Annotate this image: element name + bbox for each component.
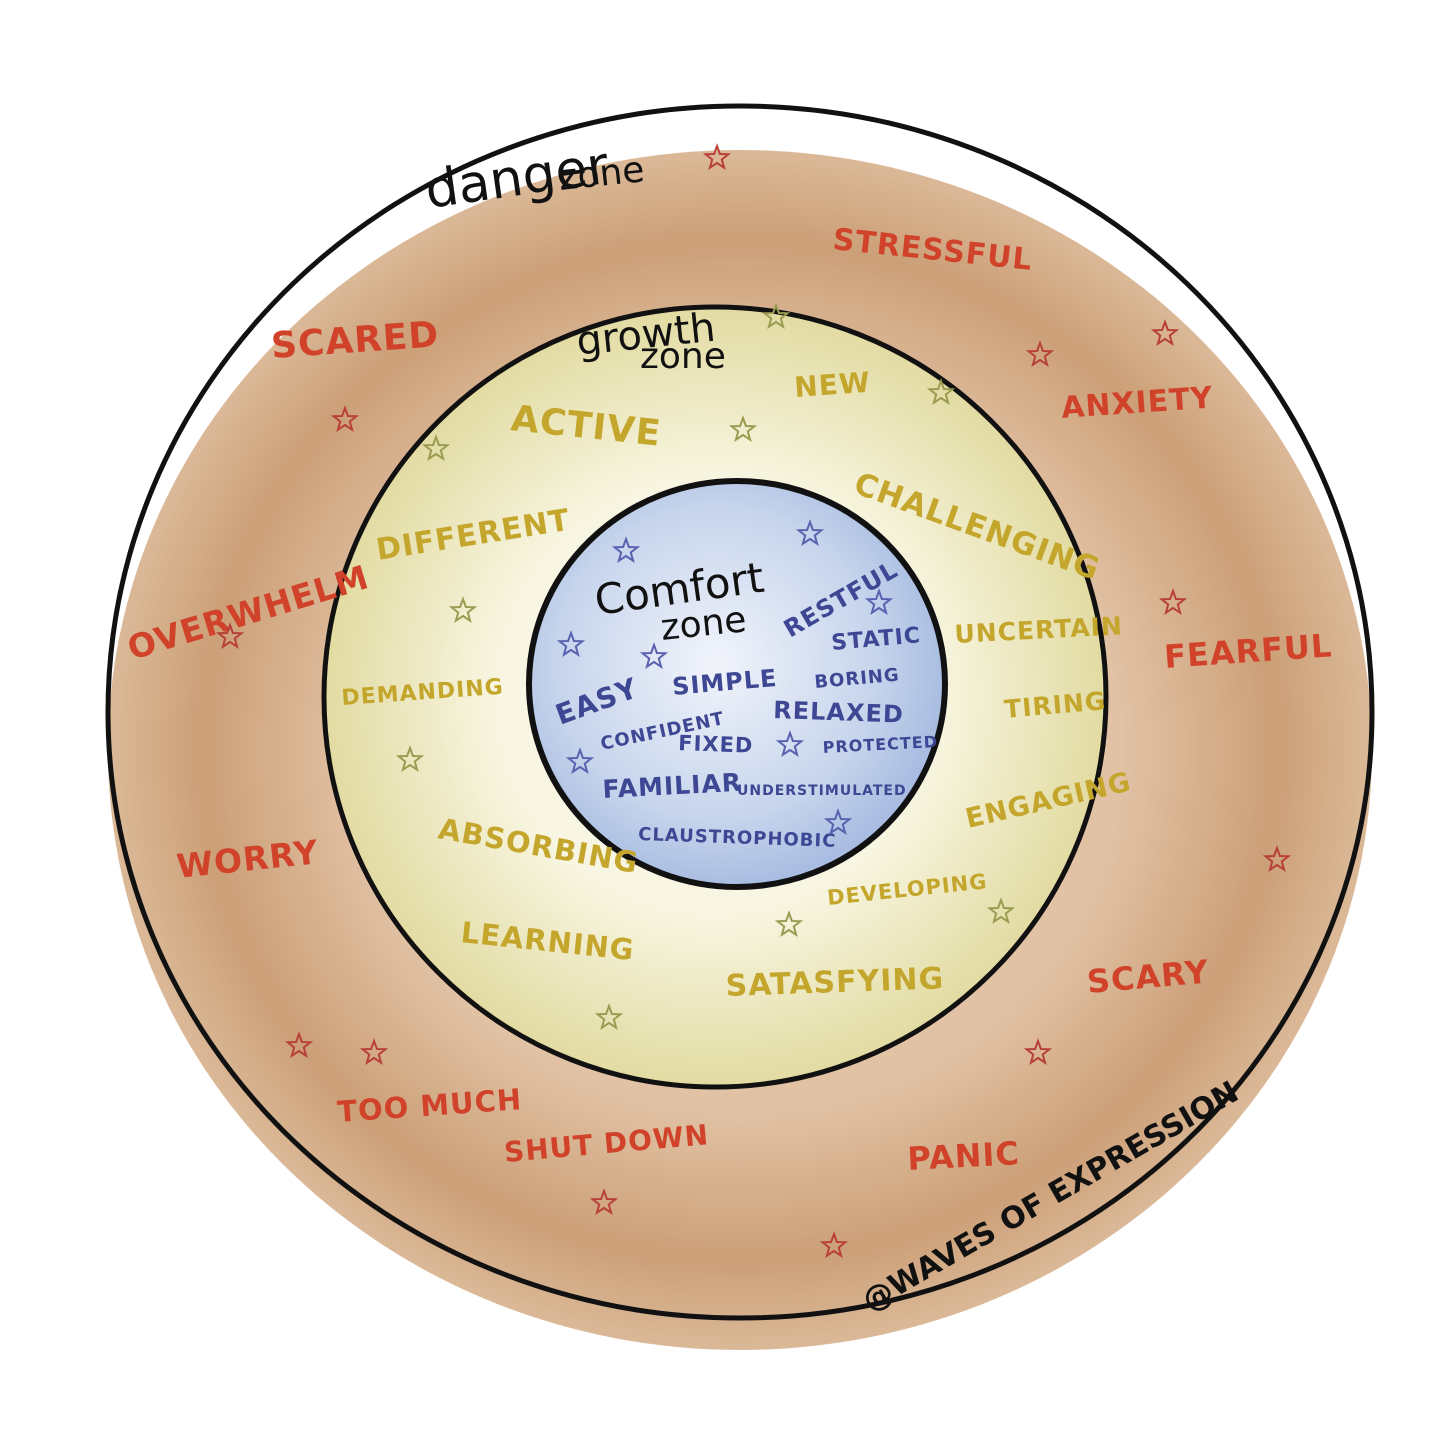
star-icon bbox=[1023, 1038, 1053, 1066]
star-icon bbox=[986, 897, 1016, 925]
star-icon bbox=[702, 143, 732, 171]
star-icon bbox=[594, 1003, 624, 1031]
star-icon bbox=[565, 747, 595, 775]
star-icon bbox=[761, 302, 791, 330]
star-icon bbox=[284, 1031, 314, 1059]
star-icon bbox=[819, 1231, 849, 1259]
star-icon bbox=[639, 642, 669, 670]
star-icon bbox=[1158, 588, 1188, 616]
comfort-zone-area bbox=[526, 478, 948, 890]
decorative-stars bbox=[215, 143, 1292, 1259]
star-icon bbox=[589, 1188, 619, 1216]
star-icon bbox=[795, 519, 825, 547]
star-icon bbox=[330, 405, 360, 433]
comfort-word: RELAXED bbox=[773, 696, 904, 729]
star-icon bbox=[395, 745, 425, 773]
star-icon bbox=[926, 378, 956, 406]
star-icon bbox=[556, 630, 586, 658]
star-icon bbox=[775, 730, 805, 758]
star-icon bbox=[1262, 845, 1292, 873]
star-icon bbox=[823, 808, 853, 836]
danger-zone-title-2: zone bbox=[557, 149, 647, 199]
star-icon bbox=[448, 596, 478, 624]
star-icon bbox=[1150, 319, 1180, 347]
star-icon bbox=[728, 415, 758, 443]
comfort-word: UNDERSTIMULATED bbox=[737, 783, 907, 799]
star-icon bbox=[864, 588, 894, 616]
star-icon bbox=[215, 622, 245, 650]
star-icon bbox=[611, 536, 641, 564]
comfort-word: FIXED bbox=[678, 731, 754, 758]
comfort-zone-title-2: zone bbox=[659, 599, 749, 649]
growth-zone-title-2: zone bbox=[640, 336, 726, 377]
star-icon bbox=[774, 910, 804, 938]
star-icon bbox=[421, 434, 451, 462]
danger-word: PANIC bbox=[906, 1134, 1020, 1178]
star-icon bbox=[1025, 340, 1055, 368]
danger-zone-boundary bbox=[105, 103, 1375, 1321]
growth-word: NEW bbox=[793, 366, 872, 404]
growth-word: SATASFYING bbox=[725, 961, 945, 1004]
star-icon bbox=[359, 1038, 389, 1066]
